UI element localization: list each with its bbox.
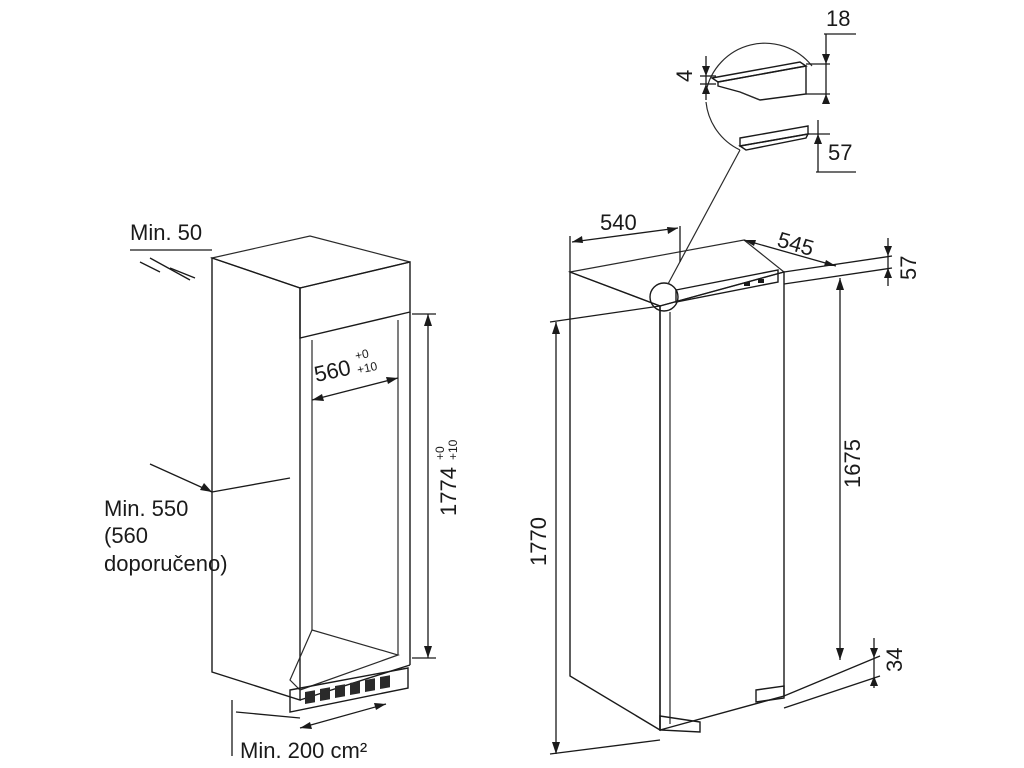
door-height-arrow-bottom <box>836 648 844 660</box>
min-depth-ext <box>211 477 291 493</box>
door-height-dimension: 1675 <box>836 278 865 660</box>
niche-height-dimension: 1774 +0 +10 <box>412 313 461 659</box>
door-height-label: 1675 <box>840 439 865 488</box>
total-height-dimension: 1770 <box>526 305 661 755</box>
niche-width-label: 560 <box>312 355 353 387</box>
door-height-arrow-top <box>836 278 844 290</box>
recommended-line-1: (560 <box>104 523 148 548</box>
detail-gap-dimension: 4 <box>672 56 716 100</box>
min-gap-callout: Min. 50 <box>130 220 212 281</box>
min-gap-label: Min. 50 <box>130 220 202 245</box>
top-offset-label: 57 <box>896 256 921 280</box>
detail-4-label: 4 <box>672 70 697 82</box>
top-offset-arrow-2 <box>884 268 892 278</box>
min-vent-arrow-right <box>374 703 386 710</box>
min-gap-tick-1 <box>139 261 161 273</box>
appliance-foot-back <box>755 685 785 703</box>
niche-height-arrow-bottom <box>424 646 432 658</box>
appliance-depth-arrow-left <box>744 240 756 246</box>
detail-arc-top <box>705 42 813 93</box>
hinge-mark-2 <box>758 279 764 283</box>
min-vent-arrow-left <box>300 722 312 729</box>
detail-inset <box>705 42 813 151</box>
top-offset-ext-1 <box>783 255 893 273</box>
hinge-mark-1 <box>744 282 750 286</box>
detail-top-body <box>717 65 807 101</box>
niche-drawing <box>209 235 411 713</box>
appliance-width-arrow-right <box>667 227 678 234</box>
bottom-offset-ext-2 <box>783 675 881 709</box>
appliance-depth-label: 545 <box>775 227 817 261</box>
appliance-side <box>569 270 661 732</box>
detail-18-arrow-1 <box>822 54 830 64</box>
min-depth-callout: Min. 550 (560 doporučeno) <box>104 463 291 576</box>
niche-width-tol-lower: +10 <box>356 359 379 377</box>
niche-width-arrow-right <box>386 377 398 384</box>
appliance-foot-front <box>659 715 701 733</box>
detail-leader-line <box>667 149 741 285</box>
niche-floor <box>289 629 400 691</box>
bottom-offset-arrow-1 <box>870 648 878 658</box>
detail-hinge-offset-dimension: 57 <box>808 120 856 173</box>
detail-top-profile <box>710 61 808 83</box>
niche-height-arrow-top <box>424 314 432 326</box>
niche-width-dimension: 560 +0 +10 <box>311 346 399 401</box>
bottom-offset-ext-1 <box>783 655 881 697</box>
appliance-depth-line <box>743 239 837 267</box>
detail-57-label: 57 <box>828 140 852 165</box>
total-height-arrow-bottom <box>552 742 560 754</box>
appliance-width-arrow-left <box>572 236 583 243</box>
niche-height-label: 1774 <box>436 467 461 516</box>
appliance-depth-dimension: 545 <box>743 227 837 267</box>
appliance-top-trim <box>675 269 779 303</box>
detail-top-notch <box>739 91 761 101</box>
bottom-offset-arrow-2 <box>870 676 878 686</box>
appliance-width-dimension: 540 <box>569 210 681 272</box>
detail-4-arrow-2 <box>702 84 710 94</box>
min-vent-tick <box>235 711 301 719</box>
total-height-ext-top <box>549 305 661 323</box>
niche-top-face <box>209 235 411 289</box>
total-height-label: 1770 <box>526 517 551 566</box>
bottom-offset-dimension: 34 <box>783 638 907 709</box>
min-gap-arrow-line <box>149 257 191 281</box>
niche-width-line <box>311 377 399 401</box>
vent-grille-slots <box>305 675 390 705</box>
detail-4-arrow-1 <box>702 66 710 76</box>
niche-width-arrow-left <box>312 394 324 401</box>
total-height-ext-bottom <box>549 739 661 755</box>
recommended-line-2: doporučeno) <box>104 551 228 576</box>
appliance-width-line <box>571 227 679 243</box>
min-depth-label: Min. 550 <box>104 496 188 521</box>
top-offset-arrow-1 <box>884 246 892 256</box>
vent-grille <box>289 667 409 713</box>
detail-arc-bottom <box>705 101 741 151</box>
niche-width-tol-upper: +0 <box>354 346 371 363</box>
appliance-width-label: 540 <box>600 210 637 235</box>
min-vent-callout: Min. 200 cm² <box>231 700 387 763</box>
bottom-offset-label: 34 <box>882 648 907 672</box>
detail-marker-circle <box>649 282 679 312</box>
detail-18-label: 18 <box>826 6 850 31</box>
appliance-top-face <box>567 239 786 307</box>
detail-18-arrow-2 <box>822 94 830 104</box>
appliance-door <box>659 271 785 731</box>
min-depth-arrow <box>200 483 212 492</box>
detail-top-thickness-dimension: 18 <box>806 6 856 104</box>
min-vent-dim-line <box>299 703 387 729</box>
niche-height-tol-upper: +0 <box>433 446 447 460</box>
niche-height-tol-lower: +10 <box>446 439 460 460</box>
detail-bottom-lip <box>738 133 810 151</box>
appliance-drawing <box>567 149 786 733</box>
niche-top-rail <box>299 261 411 339</box>
top-offset-ext-2 <box>783 267 893 285</box>
detail-57-arrow <box>814 134 822 144</box>
min-vent-label: Min. 200 cm² <box>240 738 367 763</box>
appliance-top-offset-dimension: 57 <box>783 238 921 286</box>
min-gap-tick-2 <box>169 267 196 279</box>
total-height-arrow-top <box>552 322 560 334</box>
